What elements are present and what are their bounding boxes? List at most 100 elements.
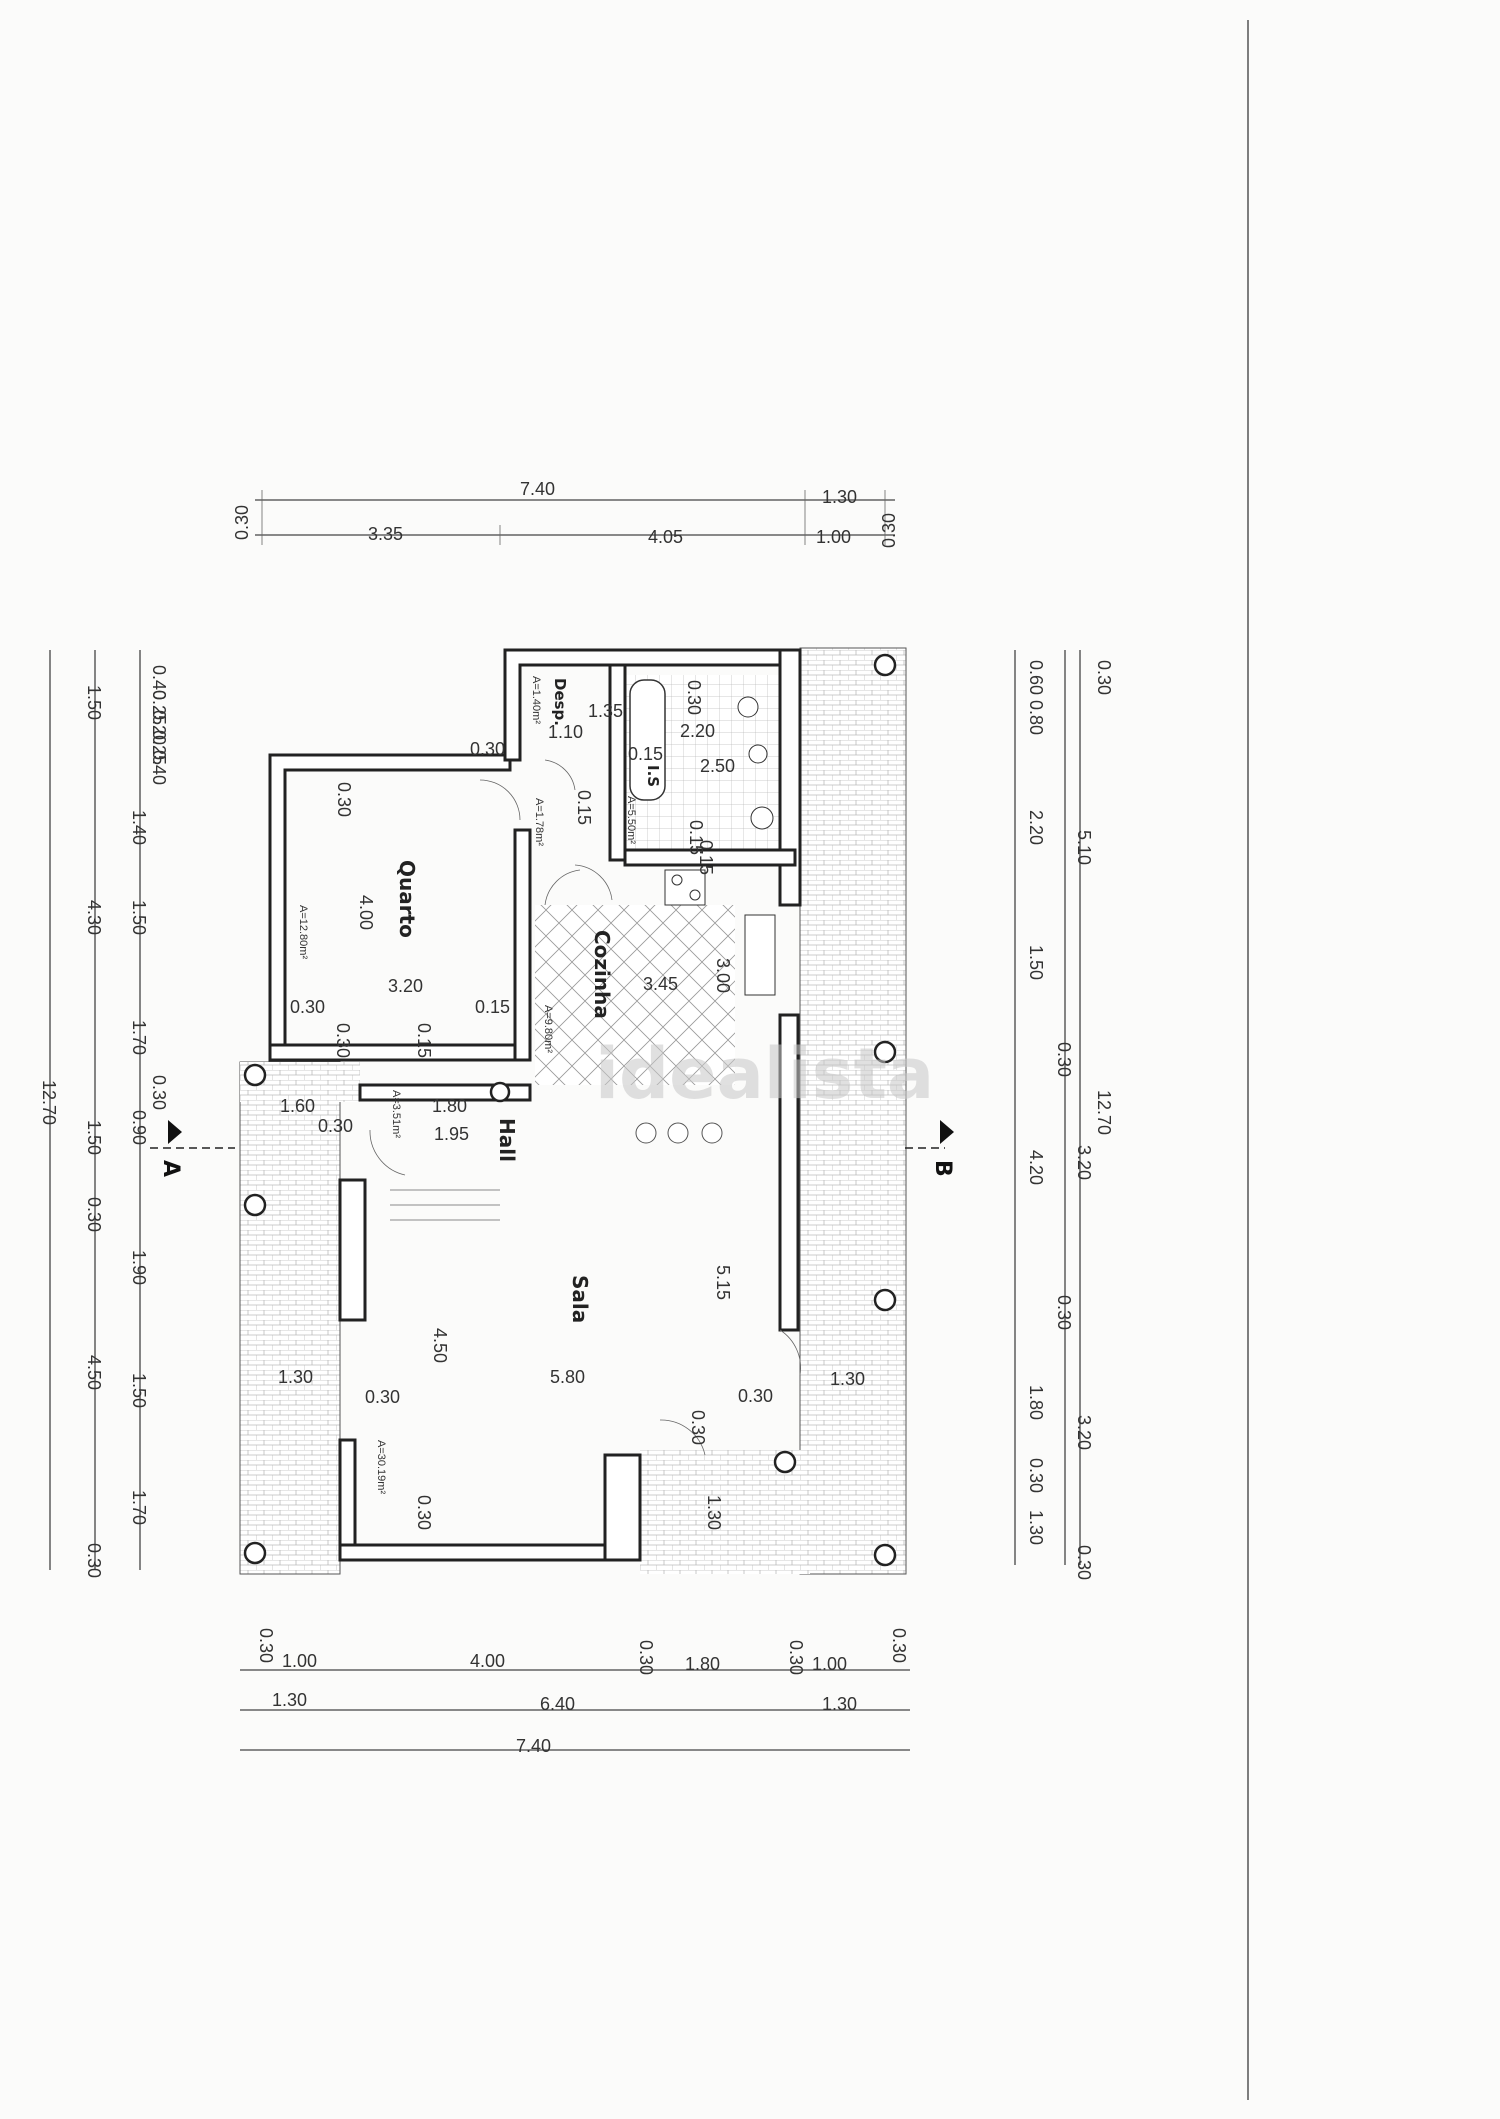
left-dimensions: 1.50 4.30 12.70 4.50 0.40 0.25 0.20 0.25… [39, 650, 169, 1578]
dimension-label: 7.40 [516, 1736, 551, 1756]
dimension-label: 1.10 [548, 722, 583, 742]
room-label-is: I.S [644, 765, 662, 787]
section-marker-b: B [905, 1120, 955, 1177]
dimension-label: 4.20 [1026, 1150, 1046, 1185]
dimension-label: 0.30 [334, 782, 354, 817]
dimension-label: 0.90 [129, 1110, 149, 1145]
dimension-label: 0.30 [1054, 1295, 1074, 1330]
dimension-label: 4.30 [84, 900, 104, 935]
dimension-label: 1.80 [1026, 1385, 1046, 1420]
dimension-label: 1.30 [830, 1369, 865, 1389]
area-is: A=5.50m² [625, 796, 637, 844]
dimension-label: 0.30 [684, 680, 704, 715]
dimension-label: 0.15 [628, 744, 663, 764]
dimension-label: 0.30 [365, 1387, 400, 1407]
dimension-label: 2.20 [680, 721, 715, 741]
dimension-label: 0.30 [470, 739, 505, 759]
dimension-label: 1.80 [685, 1654, 720, 1674]
dimension-label: 0.30 [84, 1543, 104, 1578]
dimension-label: 4.50 [84, 1355, 104, 1390]
dimension-label: 1.30 [822, 1694, 857, 1714]
dimension-label: 0.30 [333, 1023, 353, 1058]
dimension-label: 0.15 [574, 790, 594, 825]
dimension-label: 3.00 [713, 958, 733, 993]
dimension-label: 0.15 [686, 820, 706, 855]
area-hall: A=3.51m² [390, 1090, 402, 1138]
dimension-label: 5.80 [550, 1367, 585, 1387]
section-marker-a: A [150, 1120, 235, 1177]
dimension-label: 4.50 [430, 1328, 450, 1363]
area-corridor: A=1.78m² [533, 798, 545, 846]
dimension-label: 0.25 [149, 690, 169, 725]
dimension-label: 1.30 [278, 1367, 313, 1387]
dimension-label: 0.30 [688, 1410, 708, 1445]
dimension-label: 0.30 [1094, 660, 1114, 695]
dimension-label: 3.20 [388, 976, 423, 996]
dimension-label: 0.30 [84, 1197, 104, 1232]
dimension-label: 0.30 [256, 1628, 276, 1663]
room-label-cozinha: Cozinha [590, 930, 614, 1019]
dimension-label: 1.95 [434, 1124, 469, 1144]
dimension-label: 3.20 [1074, 1145, 1094, 1180]
watermark: idealista [595, 1033, 934, 1115]
dimension-label: 12.70 [1094, 1090, 1114, 1135]
dimension-label: 0.80 [1026, 700, 1046, 735]
door-swings [369, 759, 801, 1456]
dimension-label: 12.70 [39, 1080, 59, 1125]
dimension-label: 1.70 [129, 1490, 149, 1525]
dimension-label: 1.35 [588, 701, 623, 721]
dimension-label: 0.30 [1026, 1458, 1046, 1493]
dimension-label: 1.30 [272, 1690, 307, 1710]
dimension-label: 0.30 [786, 1640, 806, 1675]
dimension-label: 0.20 [149, 710, 169, 745]
dimension-label: 1.50 [84, 1120, 104, 1155]
right-dimensions: 0.30 0.60 0.80 2.20 5.10 1.50 0.30 12.70… [1014, 650, 1114, 1580]
dimension-label: 0.15 [414, 1023, 434, 1058]
room-label-sala: Sala [568, 1275, 592, 1323]
dimension-label: 0.40 [149, 750, 169, 785]
dimension-label: 0.30 [738, 1386, 773, 1406]
dimension-label: 5.10 [1074, 830, 1094, 865]
area-cozinha: A=9.80m² [542, 1005, 554, 1053]
area-quarto: A=12.80m² [297, 905, 309, 959]
dimension-label: 0.30 [149, 1075, 169, 1110]
columns [243, 653, 897, 1567]
room-label-desp: Desp. [551, 678, 569, 726]
dim-top-a: 3.35 [368, 524, 403, 544]
walls [268, 648, 802, 1562]
dim-top-right: 1.30 [822, 487, 857, 507]
room-label-hall: Hall [495, 1118, 519, 1162]
dimension-label: 1.60 [280, 1096, 315, 1116]
dimension-label: 0.30 [290, 997, 325, 1017]
bottom-dimensions: 0.30 1.00 4.00 0.30 1.80 0.30 1.00 0.30 … [240, 1628, 910, 1756]
dimension-label: 4.00 [470, 1651, 505, 1671]
dimension-label: A [158, 1160, 183, 1177]
interior-dimensions: 0.30 0.30 4.00 3.20 0.30 0.30 0.15 0.15 … [278, 680, 865, 1530]
bathroom-fixtures [629, 679, 776, 1144]
dim-top-c: 1.00 [816, 527, 851, 547]
dimension-label: 2.20 [1026, 810, 1046, 845]
dimension-label: 1.30 [704, 1495, 724, 1530]
entry-steps [390, 1189, 500, 1221]
dimension-label: 0.30 [889, 1628, 909, 1663]
dimension-label: 1.40 [129, 810, 149, 845]
dim-top-b: 4.05 [648, 527, 683, 547]
dimension-label: 0.30 [318, 1116, 353, 1136]
dimension-label: 0.30 [1074, 1545, 1094, 1580]
dimension-label: 0.40 [149, 665, 169, 700]
dimension-label: 1.00 [812, 1654, 847, 1674]
terrace-paving [239, 647, 907, 1575]
dim-top-right-wall: 0.30 [879, 513, 899, 548]
dimension-label: 0.15 [475, 997, 510, 1017]
area-desp: A=1.40m² [530, 676, 542, 724]
dimension-label: 0.25 [149, 730, 169, 765]
dimension-label: 1.00 [282, 1651, 317, 1671]
dimension-label: 2.50 [700, 756, 735, 776]
dimension-label: 3.45 [643, 974, 678, 994]
dimension-label: 1.50 [84, 685, 104, 720]
top-dimensions: 7.40 1.30 3.35 4.05 1.00 0.30 0.30 [232, 479, 899, 548]
dimension-label: 1.50 [129, 1373, 149, 1408]
dimension-label: 0.30 [636, 1640, 656, 1675]
dimension-label: 3.20 [1074, 1415, 1094, 1450]
